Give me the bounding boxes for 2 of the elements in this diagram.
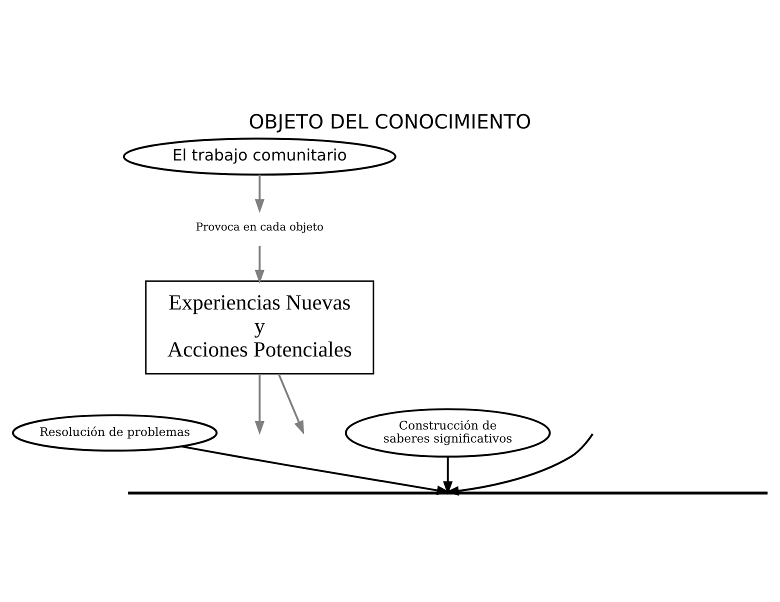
diagram-title: OBJETO DEL CONOCIMIENTO xyxy=(248,110,532,134)
node-text: Provoca en cada objeto xyxy=(196,220,324,234)
